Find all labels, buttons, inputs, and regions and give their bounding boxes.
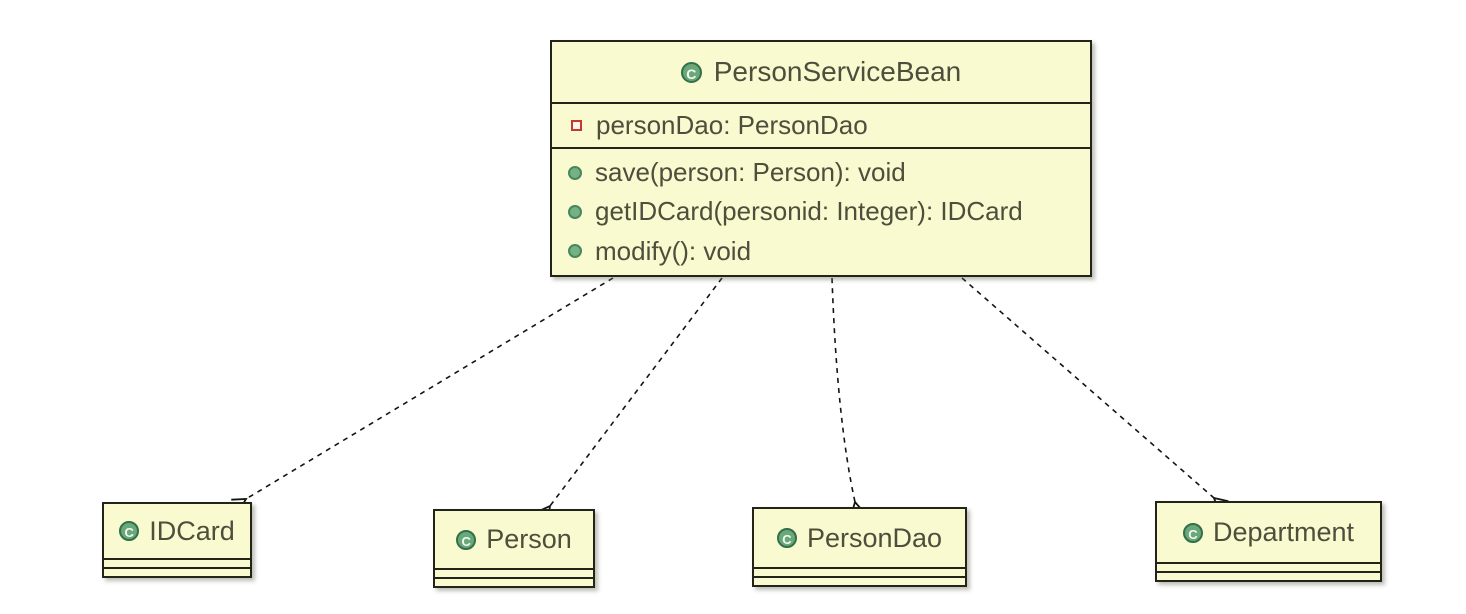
class-name: Person	[486, 524, 572, 554]
empty-fields-compartment	[435, 568, 593, 577]
class-box-idcard[interactable]: C IDCard	[102, 502, 252, 578]
public-method-icon	[568, 165, 582, 180]
class-title-row: C PersonServiceBean	[552, 42, 1090, 104]
class-icon: C	[456, 529, 477, 550]
class-icon: C	[119, 521, 140, 541]
method-text: save(person: Person): void	[595, 157, 906, 188]
dependency-arrow-to-idcard	[231, 277, 614, 513]
field-row: personDao: PersonDao	[552, 104, 1090, 149]
methods-compartment: save(person: Person): void getIDCard(per…	[552, 149, 1090, 275]
class-box-person[interactable]: C Person	[433, 509, 595, 588]
class-box-persondao[interactable]: C PersonDao	[752, 507, 967, 587]
dependency-arrow-to-department	[961, 277, 1229, 513]
empty-fields-compartment	[1157, 562, 1380, 571]
private-field-icon	[571, 120, 582, 131]
method-row: save(person: Person): void	[552, 157, 1090, 188]
empty-methods-compartment	[1157, 571, 1380, 580]
field-text: personDao: PersonDao	[596, 110, 868, 140]
empty-fields-compartment	[754, 567, 965, 576]
class-icon: C	[776, 528, 797, 548]
method-row: getIDCard(personid: Integer): IDCard	[552, 196, 1090, 227]
class-icon: C	[680, 61, 702, 83]
class-title-row: C PersonDao	[754, 509, 965, 567]
method-row: modify(): void	[552, 236, 1090, 267]
dependency-arrow-to-persondao	[831, 277, 866, 517]
class-title-row: C Person	[435, 511, 593, 568]
class-box-department[interactable]: C Department	[1155, 501, 1382, 582]
method-text: modify(): void	[595, 235, 752, 266]
class-name: PersonServiceBean	[713, 56, 962, 87]
empty-methods-compartment	[435, 577, 593, 586]
empty-fields-compartment	[104, 558, 250, 567]
class-title-row: C IDCard	[104, 504, 250, 558]
class-name: Department	[1212, 517, 1355, 547]
empty-methods-compartment	[754, 576, 965, 585]
class-name: PersonDao	[806, 522, 943, 553]
empty-methods-compartment	[104, 567, 250, 576]
class-title-row: C Department	[1157, 503, 1380, 562]
method-text: getIDCard(personid: Integer): IDCard	[595, 196, 1023, 227]
class-icon: C	[1182, 522, 1203, 543]
class-box-personservicebean[interactable]: C PersonServiceBean personDao: PersonDao…	[550, 40, 1092, 277]
public-method-icon	[568, 244, 582, 259]
public-method-icon	[568, 204, 582, 219]
dependency-arrow-to-person	[536, 277, 723, 521]
class-name: IDCard	[149, 515, 235, 546]
